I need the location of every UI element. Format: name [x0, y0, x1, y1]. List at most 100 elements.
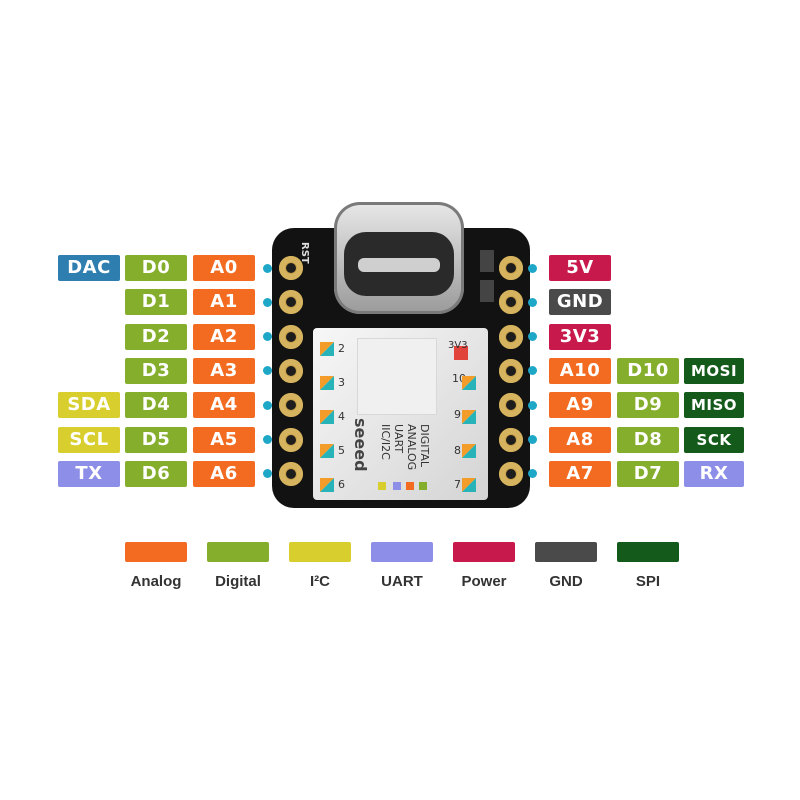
silk-legend-label: DIGITAL [418, 424, 431, 468]
pin-connector-dot [262, 400, 272, 410]
pin-label-analog: A7 [549, 460, 611, 487]
legend-label-i2c: I²C [310, 573, 330, 590]
pin-type-square-icon [320, 410, 334, 424]
usb-c-tongue [358, 258, 440, 272]
pin-label-analog: A8 [549, 426, 611, 453]
brand-logo: seeed [351, 418, 370, 472]
silk-left-number: 3 [338, 376, 345, 389]
legend-swatch-analog [125, 542, 187, 562]
pin-label-analog: A10 [549, 357, 611, 384]
pin-connector-dot [262, 435, 272, 444]
pin-label-digital: D1 [125, 289, 187, 316]
silk-legend-label: UART [392, 424, 405, 454]
solder-pad [499, 324, 523, 349]
pin-label-i2c: SCL [58, 426, 120, 453]
silk-legend-swatch [393, 482, 401, 490]
pin-label-dac: DAC [58, 255, 120, 281]
pin-label-digital: D10 [617, 357, 679, 384]
solder-pad [279, 393, 303, 418]
silk-legend-swatch [406, 482, 414, 490]
pin-label-digital: D0 [125, 255, 187, 281]
pin-connector-dot [262, 366, 272, 376]
solder-pad [279, 427, 303, 452]
solder-pad [499, 393, 523, 418]
solder-pad [499, 256, 523, 280]
solder-pad [279, 256, 303, 280]
pin-label-analog: A6 [193, 460, 255, 487]
pin-type-square-icon [462, 478, 476, 492]
legend-label-analog: Analog [130, 573, 182, 590]
legend-swatch-digital [207, 542, 269, 562]
pin-type-square-icon [320, 478, 334, 492]
pin-connector-dot [262, 263, 272, 273]
pin-label-analog: A5 [193, 426, 255, 453]
pin-connector-dot [527, 400, 537, 410]
solder-pad [279, 290, 303, 315]
pin-type-square-icon [320, 376, 334, 390]
pin-label-spi: MOSI [684, 357, 744, 384]
pin-label-analog: A4 [193, 392, 255, 419]
pin-connector-dot [527, 366, 537, 376]
led-component [480, 250, 494, 272]
legend-label-spi: SPI [635, 573, 661, 590]
legend-swatch-uart [371, 542, 433, 562]
legend-swatch-gnd [535, 542, 597, 562]
pin-label-spi: MISO [684, 392, 744, 419]
pin-label-digital: D4 [125, 392, 187, 419]
pin-connector-dot [527, 297, 537, 307]
pin-label-digital: D8 [617, 426, 679, 453]
led-component [480, 280, 494, 302]
silk-right-number: 8 [454, 444, 461, 457]
pin-connector-dot [527, 469, 537, 479]
silk-legend-swatch [419, 482, 427, 490]
pin-type-square-icon [320, 444, 334, 458]
solder-pad [279, 461, 303, 486]
solder-pad [279, 358, 303, 383]
silk-legend-label: ANALOG [405, 424, 418, 471]
pin-label-analog: A9 [549, 392, 611, 419]
legend-label-digital: Digital [215, 573, 261, 590]
silk-right-number: 7 [454, 478, 461, 491]
power-square-icon [454, 346, 468, 360]
pin-label-power: 5V [549, 255, 611, 281]
silk-legend-label: IIC/I2C [379, 424, 392, 460]
solder-pad [279, 324, 303, 349]
pin-type-square-icon [320, 342, 334, 356]
solder-pad [499, 290, 523, 315]
solder-pad [499, 358, 523, 383]
legend-label-gnd: GND [549, 573, 583, 590]
silk-left-number: 5 [338, 444, 345, 457]
silk-left-number: 4 [338, 410, 345, 423]
silk-left-number: 2 [338, 342, 345, 355]
pin-connector-dot [262, 297, 272, 307]
pin-label-digital: D3 [125, 357, 187, 384]
pin-label-digital: D2 [125, 323, 187, 350]
silk-legend-swatch [378, 482, 386, 490]
silk-left-number: 6 [338, 478, 345, 491]
silk-right-number: 3V3 [448, 340, 468, 351]
pin-label-i2c: SDA [58, 392, 120, 419]
pin-type-square-icon [462, 376, 476, 390]
legend-swatch-i2c [289, 542, 351, 562]
solder-pad [499, 461, 523, 486]
pin-label-gnd: GND [549, 289, 611, 316]
pin-connector-dot [527, 263, 537, 273]
pin-label-analog: A1 [193, 289, 255, 316]
pin-connector-dot [262, 469, 272, 479]
legend-swatch-power [453, 542, 515, 562]
pin-type-square-icon [462, 444, 476, 458]
legend-swatch-spi [617, 542, 679, 562]
silk-right-number: 9 [454, 408, 461, 421]
pin-label-digital: D5 [125, 426, 187, 453]
solder-pad [499, 427, 523, 452]
pin-connector-dot [262, 332, 272, 342]
pin-label-analog: A3 [193, 357, 255, 384]
pin-type-square-icon [462, 410, 476, 424]
pin-label-digital: D6 [125, 460, 187, 487]
pin-label-power: 3V3 [549, 323, 611, 350]
pin-connector-dot [527, 332, 537, 342]
qr-code-area [357, 338, 437, 415]
pin-label-digital: D7 [617, 460, 679, 487]
pin-label-spi: SCK [684, 426, 744, 453]
